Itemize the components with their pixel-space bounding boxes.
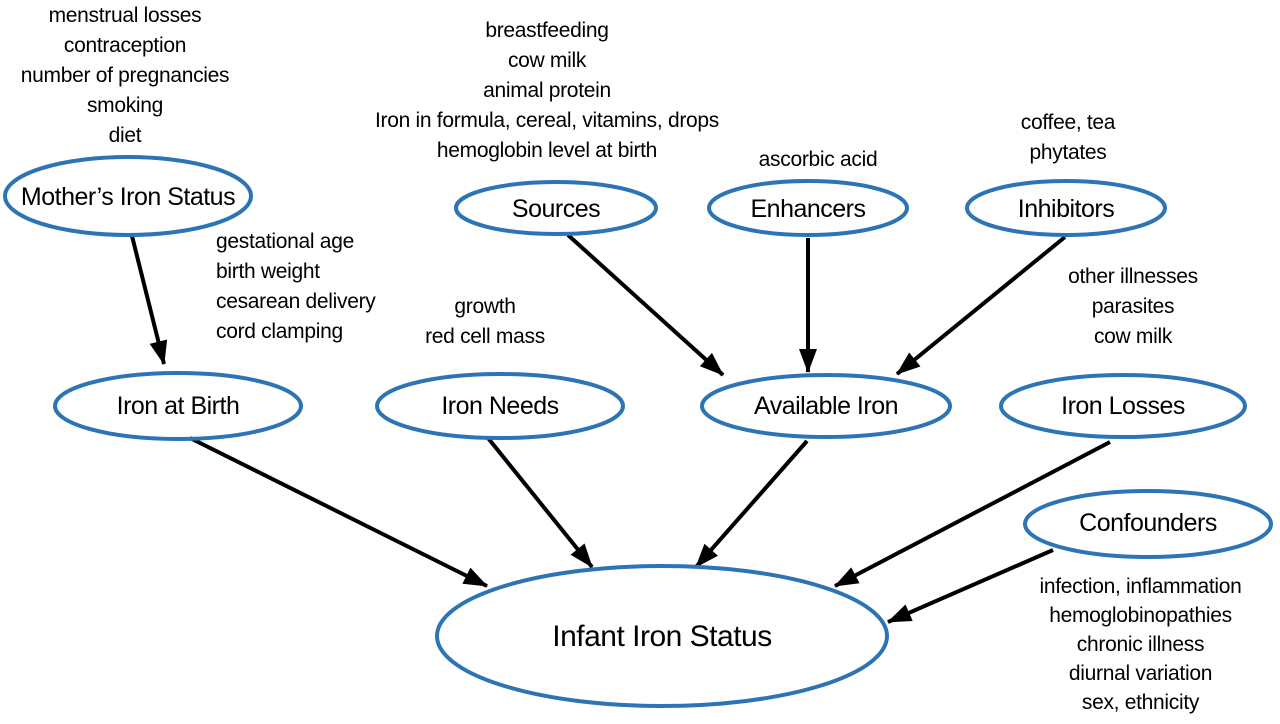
- annotation-inhibitors-factors: coffee, tea phytates: [988, 108, 1148, 168]
- annotation-line: cow milk: [507, 49, 587, 72]
- node-label-iron-needs: Iron Needs: [441, 392, 559, 420]
- node-label-inhibitors: Inhibitors: [1017, 195, 1115, 223]
- annotation-line: phytates: [1029, 141, 1107, 164]
- annotation-line: other illnesses: [1068, 265, 1198, 288]
- annotation-line: parasites: [1091, 295, 1175, 318]
- annotation-birth-factors: gestational age birth weight cesarean de…: [216, 227, 436, 347]
- arrow-inhibitors-to-available-iron: [895, 235, 1067, 376]
- node-label-confounders: Confounders: [1079, 509, 1217, 537]
- annotation-line: infection, inflammation: [1039, 575, 1242, 598]
- node-ellipse-inhibitors: [965, 179, 1167, 237]
- annotation-line: birth weight: [216, 260, 320, 283]
- annotation-line: coffee, tea: [1020, 111, 1116, 134]
- annotation-line: smoking: [86, 94, 164, 117]
- node-label-iron-losses: Iron Losses: [1061, 392, 1185, 420]
- arrow-iron-needs-to-infant: [486, 436, 594, 569]
- annotation-line: animal protein: [483, 79, 611, 102]
- annotation-needs-factors: growth red cell mass: [395, 292, 575, 352]
- node-ellipse-sources: [454, 180, 658, 236]
- annotation-sources-factors: breastfeeding cow milk animal protein Ir…: [357, 16, 737, 166]
- arrow-iron-at-birth-to-infant: [189, 436, 488, 588]
- annotation-line: ascorbic acid: [758, 148, 878, 171]
- node-label-mothers-iron-status: Mother’s Iron Status: [20, 183, 236, 211]
- arrow-confounders-to-infant: [887, 548, 1054, 624]
- annotation-line: red cell mass: [425, 325, 545, 348]
- annotation-line: sex, ethnicity: [1081, 691, 1200, 714]
- annotation-line: breastfeeding: [485, 19, 609, 42]
- annotation-line: number of pregnancies: [20, 64, 230, 87]
- annotation-losses-factors: other illnesses parasites cow milk: [1033, 262, 1233, 352]
- annotation-line: cow milk: [1093, 325, 1173, 348]
- arrow-available-iron-to-infant: [694, 439, 809, 569]
- node-label-infant-iron-status: Infant Iron Status: [552, 619, 772, 653]
- node-label-sources: Sources: [511, 195, 601, 223]
- node-ellipse-iron-at-birth: [53, 371, 303, 441]
- annotation-line: gestational age: [216, 230, 354, 253]
- annotation-line: growth: [454, 295, 516, 318]
- annotation-line: chronic illness: [1076, 633, 1205, 656]
- node-ellipse-mothers-iron-status: [3, 155, 253, 237]
- node-ellipse-iron-losses: [999, 373, 1247, 439]
- node-ellipse-confounders: [1023, 489, 1273, 559]
- node-label-iron-at-birth: Iron at Birth: [116, 392, 240, 420]
- annotation-mothers-factors: menstrual losses contraception number of…: [0, 1, 250, 151]
- annotation-line: diurnal variation: [1068, 662, 1213, 685]
- arrow-sources-to-available-iron: [566, 233, 725, 377]
- arrow-iron-losses-to-infant: [834, 440, 1111, 588]
- annotation-enhancers-factors: ascorbic acid: [738, 145, 898, 175]
- annotation-confounders-factors: infection, inflammation hemoglobinopathi…: [1013, 572, 1268, 717]
- annotation-line: diet: [108, 124, 142, 147]
- annotation-line: Iron in formula, cereal, vitamins, drops: [375, 109, 719, 132]
- annotation-line: menstrual losses: [48, 4, 202, 27]
- annotation-line: contraception: [63, 34, 187, 57]
- node-label-enhancers: Enhancers: [750, 195, 866, 223]
- annotation-line: hemoglobinopathies: [1049, 604, 1232, 627]
- node-ellipse-infant-iron-status: [435, 564, 889, 708]
- annotation-line: cord clamping: [216, 320, 343, 343]
- node-ellipse-available-iron: [700, 373, 952, 439]
- node-ellipse-iron-needs: [375, 372, 625, 440]
- node-ellipse-enhancers: [707, 179, 909, 237]
- annotation-line: hemoglobin level at birth: [436, 139, 658, 162]
- node-label-available-iron: Available Iron: [753, 392, 899, 420]
- arrow-mothers-to-iron-at-birth: [130, 235, 168, 365]
- annotation-line: cesarean delivery: [216, 290, 376, 313]
